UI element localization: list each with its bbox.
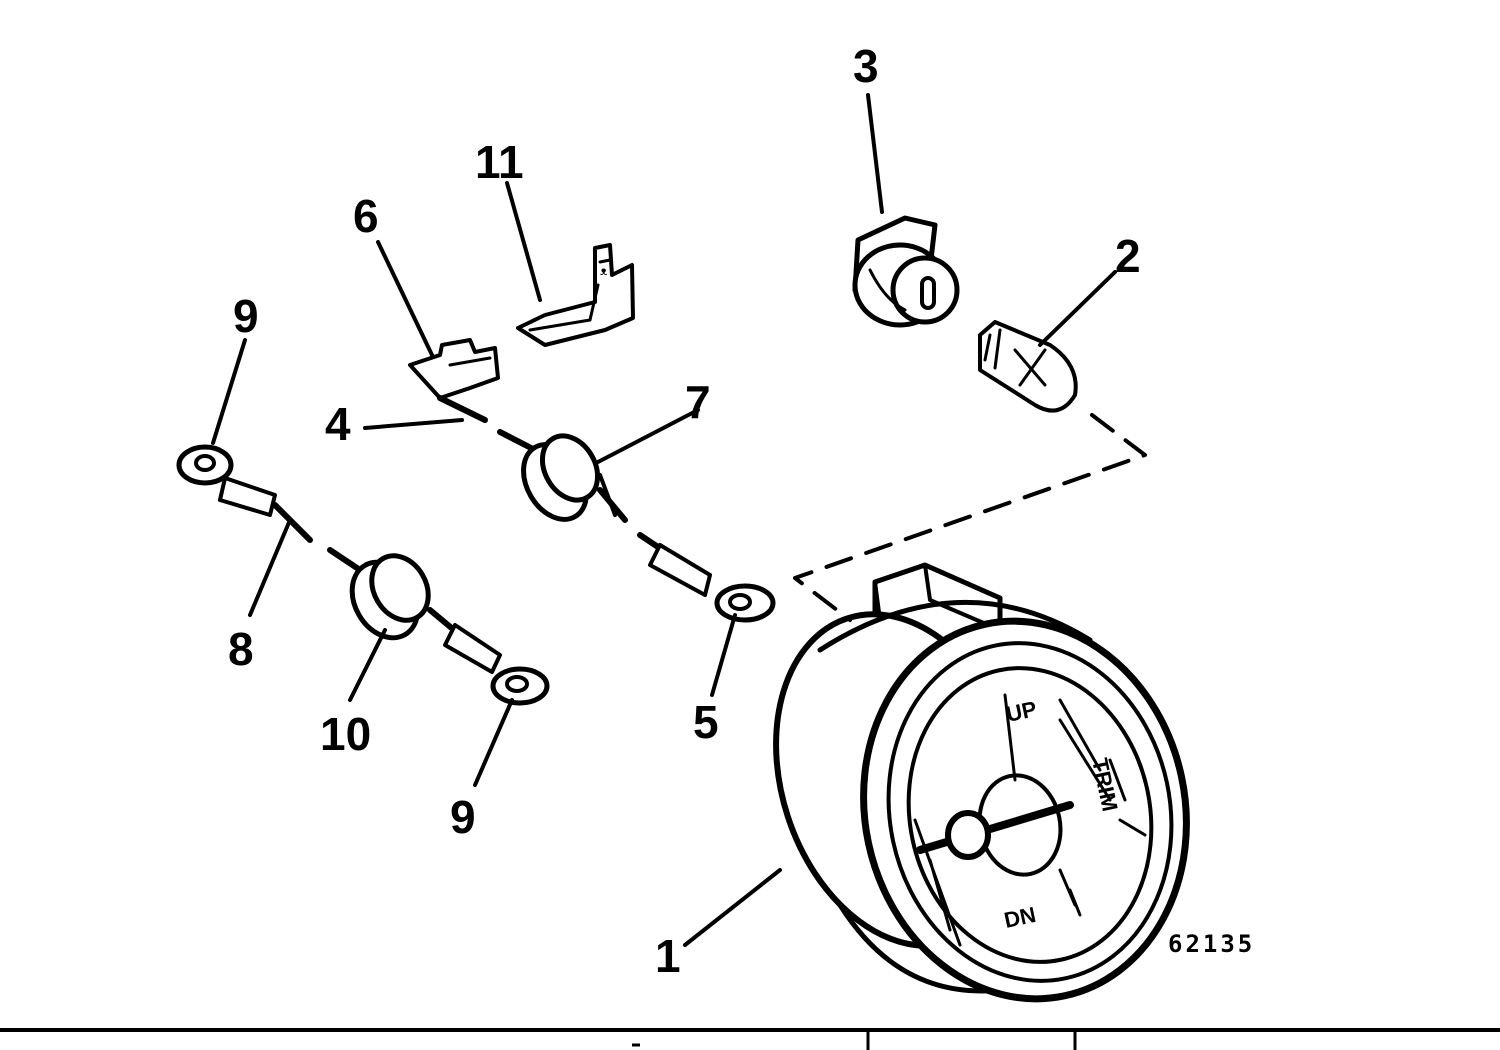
wire-lead-lower [176,444,550,706]
callout-5: 5 [693,696,719,748]
callout-11: 11 [475,136,524,188]
callout-4: 4 [325,398,351,450]
callout-1: 1 [655,930,681,982]
callout-9-top: 9 [233,290,259,342]
callout-6: 6 [353,190,379,242]
spade-clip: ᴥ [516,243,635,347]
assembly-line [793,413,1147,622]
callout-8: 8 [228,623,254,675]
page-frame-bottom [0,1028,1500,1050]
figure-number: 62135 [1168,930,1255,958]
gauge-up-label: UP [1004,696,1039,727]
callout-9-bottom: 9 [450,791,476,843]
callout-7: 7 [685,376,711,428]
trim-gauge: UP DN TRIM [773,562,1190,1003]
lamp-bulb [978,320,1078,413]
wire-lead-upper [437,395,776,623]
spade-terminal [408,338,500,400]
callout-2: 2 [1115,230,1141,282]
callout-10: 10 [320,708,371,760]
callout-3: 3 [853,40,879,92]
leader-lines [211,93,1117,947]
lamp-socket [852,215,960,328]
svg-text:ᴥ: ᴥ [600,264,608,278]
callout-numbers: 3 2 11 6 9 4 7 8 10 5 9 1 [228,40,1141,982]
